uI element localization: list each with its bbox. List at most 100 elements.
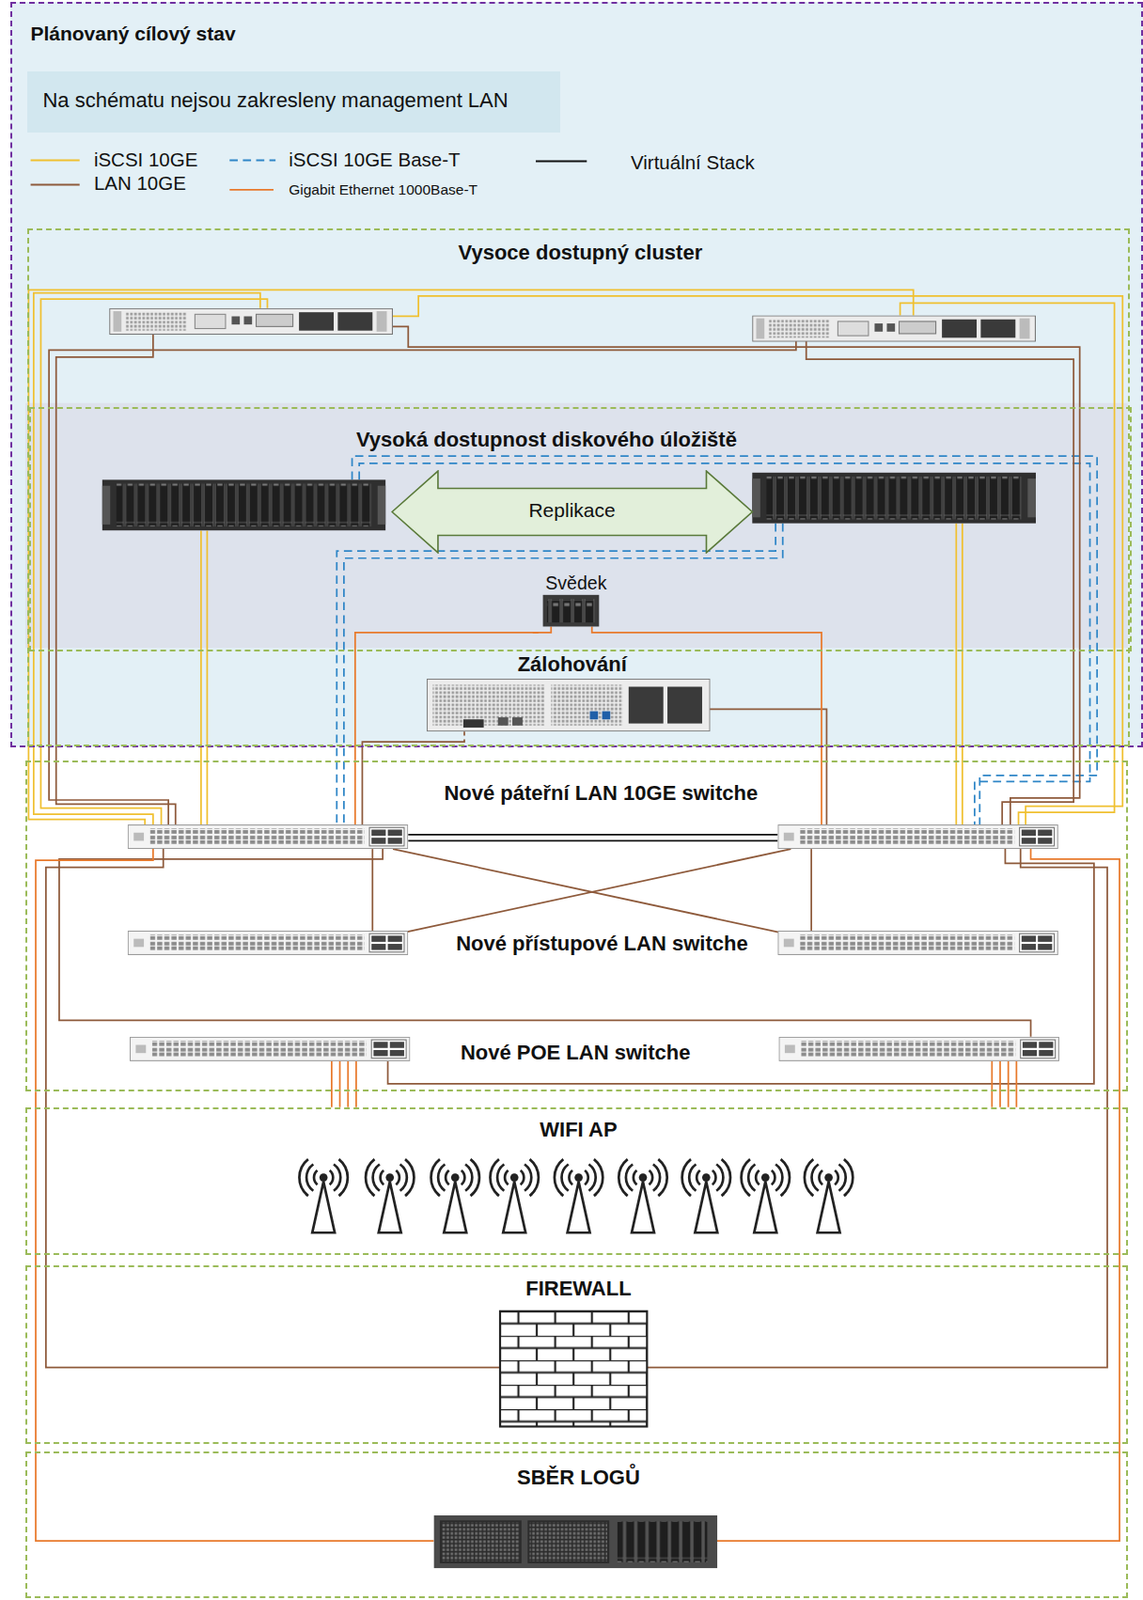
iscsi-baset-wire <box>352 455 1098 825</box>
cable-connector <box>355 632 539 761</box>
device-label: Svědek <box>545 572 607 594</box>
gigabit-wire <box>999 1061 1002 1108</box>
switch-row-label-holder: Nové páteřní LAN 10GE switche <box>299 781 902 805</box>
switch-row-label: Nové přístupové LAN switche <box>452 931 752 956</box>
region-title-holder: WIFI AP <box>277 1117 879 1142</box>
witness-icon <box>543 594 600 627</box>
switch-icon <box>127 825 1059 1062</box>
region-title: Vysoká dostupnost diskového úložiště <box>356 427 737 452</box>
switch-row-label-holder: Nové POE LAN switche <box>274 1040 877 1065</box>
legend-sample <box>229 188 274 191</box>
switch-row-label: Nové POE LAN switche <box>456 1040 695 1065</box>
lan-wire <box>46 1265 501 1368</box>
region-title: SBĚR LOGŮ <box>516 1465 641 1489</box>
legend-item: LAN 10GE <box>93 172 187 195</box>
iscsi-baset-wire <box>344 523 783 825</box>
storage-array-icon <box>751 472 1036 524</box>
lan-wire <box>392 848 782 933</box>
iscsi-wire <box>28 289 913 825</box>
cable-connector <box>45 1091 47 1266</box>
log-region: SBĚR LOGŮ <box>25 1451 1128 1598</box>
legend-sample <box>31 158 80 161</box>
region-fill <box>10 1 1143 747</box>
lan-wire <box>392 326 1081 825</box>
gigabit-wire <box>355 1061 358 1108</box>
region-title-holder: Vysoká dostupnost diskového úložiště <box>245 427 847 452</box>
iscsi-baset-wire <box>359 463 1090 825</box>
region-title: FIREWALL <box>525 1276 631 1300</box>
iscsi-wire <box>206 530 209 825</box>
gigabit-wire <box>716 848 1120 1541</box>
wifi-ap-icon <box>741 1158 790 1233</box>
legend-sample <box>229 158 276 161</box>
switch-row-label: Nové páteřní LAN 10GE switche <box>439 781 762 805</box>
stack-link <box>407 840 778 843</box>
legend-label: Gigabit Ethernet 1000Base-T <box>288 181 478 199</box>
backup-server-icon <box>426 678 710 731</box>
switch-icon <box>779 1036 1059 1061</box>
device-label-holder: Zálohování <box>271 652 874 676</box>
storage-array-icon <box>102 479 387 531</box>
wifi-ap-icon <box>431 1158 480 1233</box>
lan-wire <box>704 708 827 825</box>
backup-box: Zálohování <box>427 652 719 739</box>
wifi-ap-icon <box>554 1158 603 1233</box>
backup-server-icon <box>426 678 710 731</box>
witness-box: Svědek <box>538 572 615 638</box>
legend-label: LAN 10GE <box>93 172 187 195</box>
wifi-ap-icon <box>298 1158 853 1233</box>
legend-item: iSCSI 10GE Base-T <box>288 148 460 172</box>
iscsi-baset-wire <box>336 523 776 825</box>
lan-wire <box>463 731 466 736</box>
note-text: Na schématu nejsou zakresleny management… <box>42 88 508 112</box>
gigabit-wire <box>1016 1061 1018 1108</box>
legend-label: iSCSI 10GE <box>93 148 199 172</box>
wifi-ap-icon <box>298 1158 347 1233</box>
lan-wire <box>48 339 797 825</box>
lan-wire <box>46 326 1108 1367</box>
iscsi-wire <box>33 293 261 826</box>
lan-wire <box>388 848 1095 1084</box>
gigabit-wire <box>990 1061 993 1108</box>
lan-wire <box>371 848 374 931</box>
lan-wire <box>806 339 1074 825</box>
switch-icon <box>778 930 1058 955</box>
target-state-region: Plánovaný cílový stav Na schématu nejsou … <box>10 1 1143 747</box>
wifi-ap-icon <box>682 1158 731 1233</box>
iscsi-wire <box>961 523 964 825</box>
note-box: Na schématu nejsou zakresleny management… <box>27 71 561 133</box>
server-icon <box>109 308 393 334</box>
double-arrow-shape <box>391 470 752 553</box>
wifi-ap-icon <box>489 1158 538 1233</box>
storage-region: Vysoká dostupnost diskového úložištěRepl… <box>29 407 1132 653</box>
switch-icon <box>127 825 408 849</box>
region-title: WIFI AP <box>539 1117 617 1142</box>
device-label-holder: Svědek <box>275 572 877 594</box>
witness-icon <box>547 598 595 623</box>
legend-sample <box>31 183 80 186</box>
gigabit-wire <box>532 626 552 633</box>
firewall-icon <box>500 1311 647 1427</box>
gigabit-wire <box>330 1061 333 1108</box>
legend-item: iSCSI 10GE <box>93 148 199 172</box>
gigabit-wire <box>35 1451 434 1542</box>
gigabit-wire <box>1007 1061 1010 1108</box>
legend-label: iSCSI 10GE Base-T <box>288 148 460 172</box>
region-title-holder: Vysoce dostupný cluster <box>279 240 881 265</box>
log-server-icon <box>433 1515 718 1568</box>
lan-wire <box>403 848 792 933</box>
witness-icon <box>543 594 600 627</box>
server-icon <box>752 315 1036 342</box>
switch-icon <box>129 1036 409 1061</box>
region-title: Plánovaný cílový stav <box>30 22 235 46</box>
legend-label: Virtuální Stack <box>630 151 755 174</box>
iscsi-wire <box>28 289 1123 825</box>
gigabit-wire <box>346 1061 349 1093</box>
wifi-region: WIFI AP <box>25 1107 1128 1255</box>
lan-wire <box>361 760 364 825</box>
gigabit-wire <box>354 760 357 825</box>
note-text-holder: Na schématu nejsou zakresleny management… <box>42 88 508 112</box>
gigabit-wire <box>35 626 1120 1541</box>
firewall-region: FIREWALL <box>25 1265 1128 1444</box>
